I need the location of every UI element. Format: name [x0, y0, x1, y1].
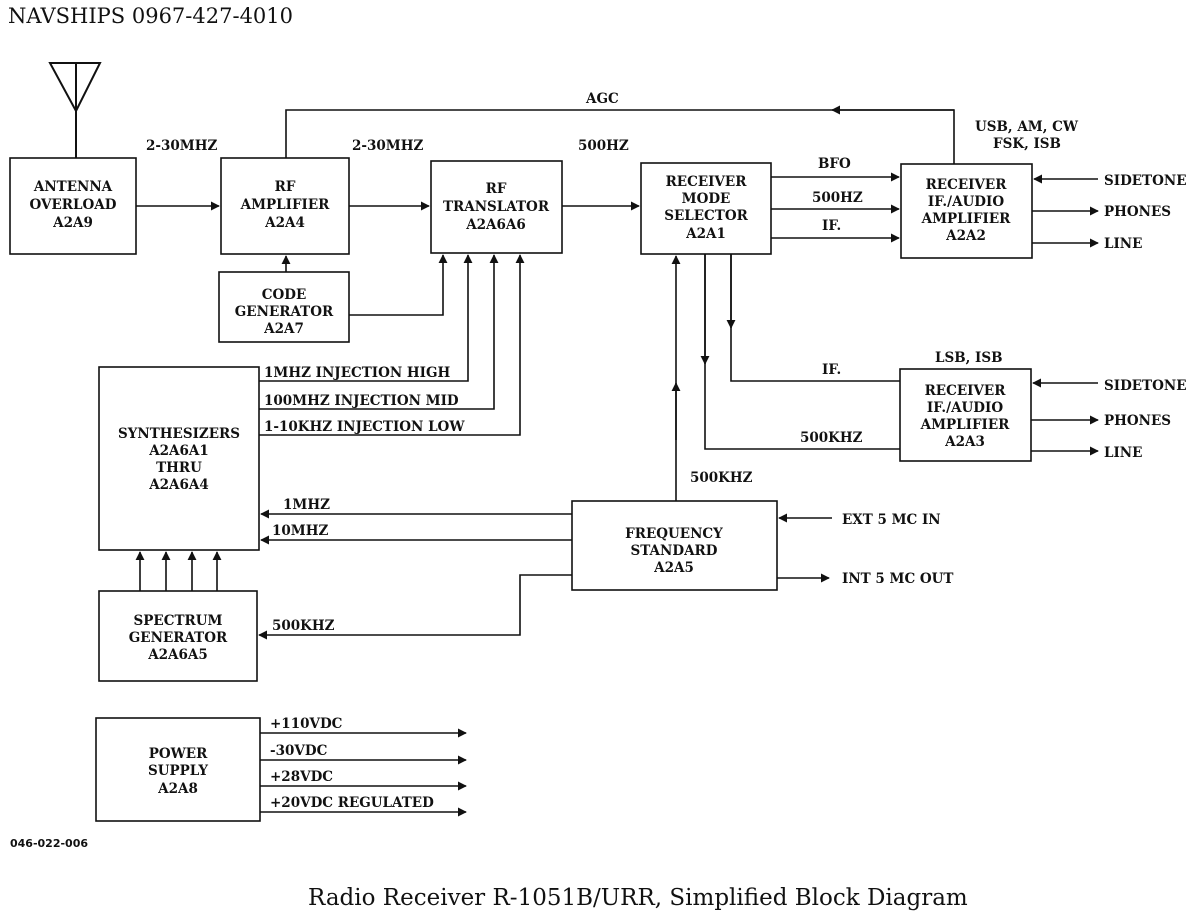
document-header: NAVSHIPS 0967-427-4010: [8, 4, 293, 28]
block-rf-amplifier: RF AMPLIFIER A2A4: [220, 157, 350, 255]
label-1mhz: 1MHZ: [283, 497, 330, 513]
svg-text:RECEIVER: RECEIVER: [926, 177, 1008, 193]
block-receiver-if-audio-a2a3: RECEIVER IF./AUDIO AMPLIFIER A2A3: [899, 368, 1032, 462]
svg-text:SUPPLY: SUPPLY: [148, 763, 208, 779]
signal-lines: [135, 105, 1099, 817]
svg-text:STANDARD: STANDARD: [631, 543, 718, 559]
svg-text:IF./AUDIO: IF./AUDIO: [928, 194, 1004, 210]
label-injection-mid: 100MHZ INJECTION MID: [264, 393, 459, 409]
svg-text:GENERATOR: GENERATOR: [235, 304, 334, 320]
label-30vdc: -30VDC: [270, 743, 328, 759]
label-injection-high: 1MHZ INJECTION HIGH: [264, 365, 450, 381]
label-10mhz: 10MHZ: [272, 523, 328, 539]
svg-text:ANTENNA: ANTENNA: [33, 179, 113, 195]
block-synthesizers: SYNTHESIZERS A2A6A1 THRU A2A6A4: [98, 366, 260, 551]
svg-text:SELECTOR: SELECTOR: [664, 208, 748, 224]
label-line-upper: LINE: [1104, 236, 1142, 252]
svg-text:AMPLIFIER: AMPLIFIER: [920, 417, 1011, 433]
label-500hz-translator: 500HZ: [578, 138, 629, 154]
block-power-supply: POWER SUPPLY A2A8: [95, 717, 261, 822]
label-bfo: BFO: [818, 156, 851, 172]
antenna-icon: [48, 62, 102, 158]
figure-caption: Radio Receiver R-1051B/URR, Simplified B…: [308, 885, 968, 911]
block-receiver-mode-selector: RECEIVER MODE SELECTOR A2A1: [640, 162, 772, 255]
label-if-upper: IF.: [822, 218, 841, 234]
label-if-lower: IF.: [822, 362, 841, 378]
svg-text:RECEIVER: RECEIVER: [925, 383, 1007, 399]
label-int-5mc-out: INT 5 MC OUT: [842, 571, 953, 587]
svg-text:A2A2: A2A2: [945, 228, 986, 244]
svg-text:THRU: THRU: [156, 460, 202, 476]
svg-text:SPECTRUM: SPECTRUM: [134, 613, 223, 629]
signal-labels: AGC 2-30MHZ 2-30MHZ 500HZ BFO 500HZ IF. …: [146, 91, 1187, 811]
figure-code: 046-022-006: [10, 837, 88, 850]
svg-text:AMPLIFIER: AMPLIFIER: [921, 211, 1012, 227]
svg-text:GENERATOR: GENERATOR: [129, 630, 228, 646]
svg-text:AMPLIFIER: AMPLIFIER: [240, 197, 331, 213]
label-2-30mhz-mid: 2-30MHZ: [352, 138, 423, 154]
svg-text:A2A7: A2A7: [263, 321, 304, 337]
label-modes-lower: LSB, ISB: [935, 350, 1003, 366]
svg-text:TRANSLATOR: TRANSLATOR: [443, 199, 550, 215]
label-110vdc: +110VDC: [270, 716, 343, 732]
block-rf-translator: RF TRANSLATOR A2A6A6: [430, 160, 563, 254]
block-antenna-overload: ANTENNA OVERLOAD A2A9: [9, 157, 137, 255]
svg-text:IF./AUDIO: IF./AUDIO: [927, 400, 1003, 416]
svg-text:A2A6A5: A2A6A5: [147, 647, 208, 663]
svg-text:A2A3: A2A3: [944, 434, 985, 450]
label-500hz: 500HZ: [812, 190, 863, 206]
block-receiver-if-audio-a2a2: RECEIVER IF./AUDIO AMPLIFIER A2A2: [900, 163, 1033, 259]
label-modes-upper-2: FSK, ISB: [993, 136, 1061, 152]
label-line-lower: LINE: [1104, 445, 1142, 461]
svg-text:A2A6A4: A2A6A4: [148, 477, 209, 493]
svg-text:A2A8: A2A8: [157, 781, 198, 797]
svg-text:A2A9: A2A9: [52, 215, 93, 231]
svg-text:OVERLOAD: OVERLOAD: [30, 197, 117, 213]
svg-text:RF: RF: [275, 179, 296, 195]
label-500khz-lower: 500KHZ: [800, 430, 863, 446]
svg-text:A2A5: A2A5: [653, 560, 694, 576]
svg-text:A2A4: A2A4: [264, 215, 305, 231]
label-agc: AGC: [585, 91, 619, 107]
label-20vdc-regulated: +20VDC REGULATED: [270, 795, 434, 811]
label-sidetone-upper: SIDETONE: [1104, 173, 1187, 189]
svg-text:RF: RF: [486, 181, 507, 197]
label-500khz-spectrum: 500KHZ: [272, 618, 335, 634]
svg-text:SYNTHESIZERS: SYNTHESIZERS: [118, 426, 240, 442]
svg-text:A2A6A1: A2A6A1: [148, 443, 209, 459]
svg-text:CODE: CODE: [262, 287, 307, 303]
label-ext-5mc-in: EXT 5 MC IN: [842, 512, 941, 528]
svg-text:A2A6A6: A2A6A6: [465, 217, 526, 233]
svg-text:A2A1: A2A1: [685, 226, 726, 242]
svg-text:POWER: POWER: [149, 746, 208, 762]
block-code-generator: CODE GENERATOR A2A7: [218, 271, 350, 343]
svg-text:MODE: MODE: [682, 191, 731, 207]
svg-text:RECEIVER: RECEIVER: [666, 174, 748, 190]
label-2-30mhz-in: 2-30MHZ: [146, 138, 217, 154]
label-phones-upper: PHONES: [1104, 204, 1171, 220]
block-spectrum-generator: SPECTRUM GENERATOR A2A6A5: [98, 590, 258, 682]
svg-text:FREQUENCY: FREQUENCY: [625, 526, 723, 542]
block-frequency-standard: FREQUENCY STANDARD A2A5: [571, 500, 778, 591]
label-500khz-standard: 500KHZ: [690, 470, 753, 486]
label-modes-upper: USB, AM, CW: [975, 119, 1079, 135]
label-phones-lower: PHONES: [1104, 413, 1171, 429]
label-sidetone-lower: SIDETONE: [1104, 378, 1187, 394]
label-28vdc: +28VDC: [270, 769, 333, 785]
label-injection-low: 1-10KHZ INJECTION LOW: [264, 419, 465, 435]
